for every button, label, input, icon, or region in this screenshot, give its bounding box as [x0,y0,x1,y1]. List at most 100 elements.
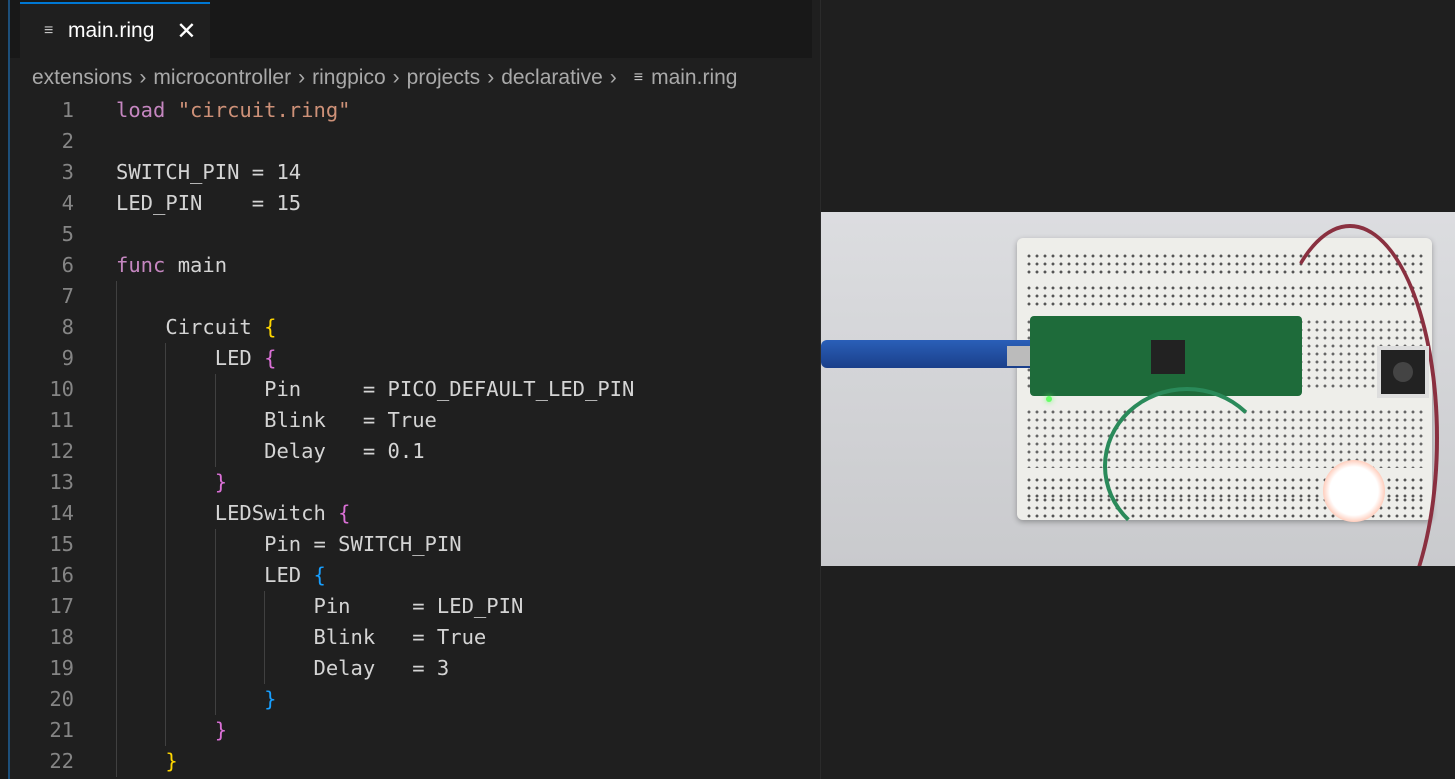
code-line: 11 Blink = True [0,405,812,436]
line-number: 19 [49,656,74,680]
indent-guide [214,591,216,622]
token [116,718,215,742]
indent-guide [165,653,167,684]
activity-bar-edge [0,0,10,779]
code-line: 8 Circuit { [0,312,812,343]
token-b2: } [214,718,228,742]
breadcrumb-file[interactable]: main.ring [651,66,738,89]
indent-guide [116,529,117,560]
token [116,470,215,494]
indent-guide [116,343,117,374]
token-b1: } [165,749,178,773]
breadcrumb-item[interactable]: ringpico [312,66,386,89]
red-led-lit [1323,460,1385,522]
chevron-right-icon: › [487,66,495,89]
indent-guide [214,622,216,653]
indent-guide [165,529,167,560]
indent-guide [165,467,167,498]
line-number: 17 [49,594,74,618]
chevron-right-icon: › [139,66,147,89]
code-text: } [116,715,227,746]
token-b3: { [313,563,326,587]
code-line: 12 Delay = 0.1 [0,436,812,467]
green-wire [1103,387,1271,545]
indent-guide [116,405,117,436]
code-line: 22 } [0,746,812,777]
code-text: LEDSwitch { [116,498,351,529]
code-line: 16 LED { [0,560,812,591]
line-number: 20 [49,687,74,711]
code-text: Pin = LED_PIN [116,591,523,622]
token: LED [116,563,314,587]
token: main [165,253,228,277]
code-line: 19 Delay = 3 [0,653,812,684]
breadcrumb-item[interactable]: declarative [501,66,603,89]
indent-guide [165,343,167,374]
indent-guide [165,715,167,746]
close-icon[interactable]: ✕ [176,17,197,45]
code-text: func main [116,250,227,281]
line-number: 7 [61,284,74,308]
indent-guide [165,405,167,436]
line-number: 10 [49,377,74,401]
line-number: 1 [61,98,74,122]
token [165,98,177,122]
line-number: 18 [49,625,74,649]
breadcrumb-item[interactable]: extensions [32,66,133,89]
indent-guide [165,560,167,591]
tab-main-ring[interactable]: ≡ main.ring ✕ [20,2,210,58]
code-line: 14 LEDSwitch { [0,498,812,529]
code-line: 17 Pin = LED_PIN [0,591,812,622]
indent-guide [116,281,117,312]
tab-label: main.ring [68,19,155,42]
line-number: 2 [61,129,74,153]
code-text: LED_PIN = 15 [116,188,301,219]
line-number: 12 [49,439,74,463]
code-line: 2 [0,126,812,157]
rp2040-chip [1151,340,1185,374]
indent-guide [214,529,216,560]
file-lines-icon: ≡ [44,22,54,39]
token [116,749,165,773]
indent-guide [165,436,167,467]
indent-guide [116,591,117,622]
token-b2: } [214,470,228,494]
indent-guide [116,715,117,746]
code-line: 13 } [0,467,812,498]
code-text: Blink = True [116,622,486,653]
chevron-right-icon: › [392,66,400,89]
token: Circuit [116,315,265,339]
line-number: 22 [49,749,74,773]
indent-guide [214,436,216,467]
token: Delay = 0.1 [116,439,425,463]
breadcrumb-item[interactable]: microcontroller [153,66,292,89]
line-number: 6 [61,253,74,277]
code-editor: ≡ main.ring ✕ extensions › microcontroller… [0,0,821,779]
tab-bar: ≡ main.ring ✕ [10,0,812,58]
token: Delay = 3 [116,656,450,680]
breadcrumb-item[interactable]: projects [406,66,481,89]
code-line: 20 } [0,684,812,715]
code-text: Pin = SWITCH_PIN [116,529,461,560]
code-line: 9 LED { [0,343,812,374]
code-line: 6 func main [0,250,812,281]
indent-guide [264,591,266,622]
usb-cable [821,340,1036,368]
line-number: 8 [61,315,74,339]
token: SWITCH_PIN = 14 [116,160,302,184]
line-number: 13 [49,470,74,494]
indent-guide [165,622,167,653]
token: Pin = PICO_DEFAULT_LED_PIN [116,377,635,401]
code-text: } [116,467,227,498]
chevron-right-icon: › [609,66,617,89]
token-b1: { [264,315,277,339]
indent-guide [116,622,117,653]
indent-guide [264,622,266,653]
indent-guide [116,746,117,777]
line-number: 5 [61,222,74,246]
line-number: 15 [49,532,74,556]
